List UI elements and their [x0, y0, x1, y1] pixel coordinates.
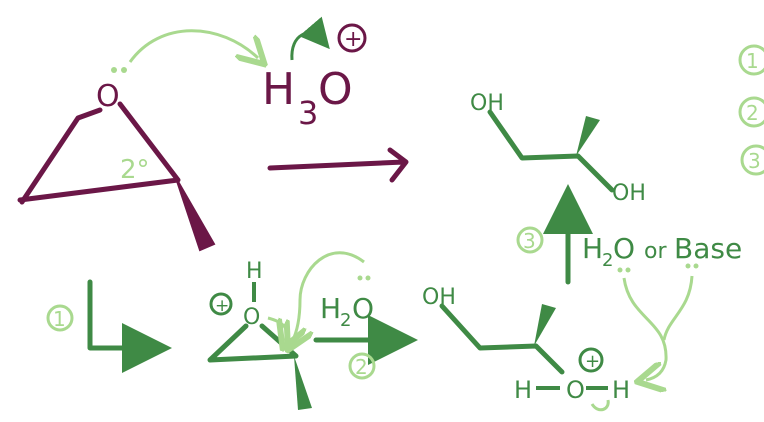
intermediate-h-left: H [514, 376, 532, 404]
product-oh-top: OH [470, 91, 504, 116]
positive-charge: + [344, 27, 362, 52]
step1-number: 1 [53, 307, 66, 331]
protonated-methyl-wedge [294, 356, 312, 410]
oxonium-charge: + [215, 296, 229, 316]
diol-product: OH OH [470, 91, 646, 206]
methyl-wedge [175, 177, 216, 252]
legend-circle-1 [738, 44, 764, 76]
intermediate-o: O [566, 376, 585, 404]
lone-pair-dot [617, 267, 623, 273]
protonated-o: O [243, 305, 260, 330]
hydronium-subscript: 3 [298, 94, 318, 132]
intermediate-methyl-wedge [534, 304, 556, 346]
legend-number-3: 3 [748, 149, 761, 173]
water-o: O [352, 292, 374, 325]
curved-arrow-bond-to-o [590, 399, 610, 412]
water-nucleophile: H 2 O [320, 275, 374, 331]
step3-number: 3 [523, 229, 536, 253]
epoxide-ring [19, 107, 103, 205]
lone-pair-dot [625, 267, 631, 273]
diol-skeleton [487, 109, 615, 193]
main-reaction-arrow [267, 147, 409, 183]
oxonium-charge-circle [209, 292, 233, 316]
hydronium-h: H [262, 64, 295, 115]
protonated-h: H [246, 259, 263, 284]
curved-arrow-to-hydronium [128, 29, 258, 62]
step3-reagent-base: Base [674, 232, 742, 265]
step-legend: 1 2 3 [738, 44, 764, 176]
intermediate-h-right: H [612, 376, 630, 404]
step2-number-circle [348, 352, 376, 380]
oxonium-intermediate: OH H O H + [422, 285, 630, 412]
intermediate-charge-circle [578, 347, 604, 373]
legend-number-2: 2 [746, 101, 759, 125]
legend-number-1: 1 [746, 49, 759, 73]
curved-arrow-water-attack [292, 251, 365, 342]
lone-pair-dot [685, 263, 691, 269]
positive-charge-circle [337, 23, 367, 53]
step2-number: 2 [355, 355, 368, 379]
step3-reagent-o: O [613, 232, 635, 265]
lone-pair-dot [693, 263, 699, 269]
epoxide-bond [17, 101, 181, 203]
lone-pair-dot [121, 67, 127, 73]
step1-arrow [87, 279, 172, 373]
protonated-ring [207, 323, 299, 363]
epoxide-oxygen: O [96, 79, 120, 114]
step3-reagent-subscript: 2 [602, 250, 613, 271]
step3-reagent: H 2 O or Base [582, 232, 742, 273]
hydronium: H 3 O + [262, 23, 367, 132]
lone-pair-dot [357, 275, 363, 281]
curved-arrow-deprotonation [622, 277, 668, 380]
curved-arrow-ho [290, 16, 330, 61]
step3-reagent-h: H [582, 232, 603, 265]
water-subscript: 2 [340, 310, 351, 331]
secondary-carbon-label: 2° [120, 155, 150, 185]
step3-reagent-or: or [644, 239, 667, 264]
intermediate-oh: OH [422, 285, 456, 310]
intermediate-skeleton [439, 303, 565, 375]
water-h: H [320, 292, 341, 325]
intermediate-charge: + [585, 351, 600, 372]
lone-pair-dot [111, 67, 117, 73]
product-methyl-wedge [576, 116, 600, 156]
product-oh-bottom: OH [612, 181, 646, 206]
curved-arrow-base [662, 275, 694, 341]
legend-circle-2 [738, 96, 764, 128]
hydronium-o: O [318, 64, 353, 115]
step1-number-circle [46, 304, 74, 332]
legend-circle-3 [740, 144, 764, 176]
step3-number-circle [516, 226, 544, 254]
epoxide-starting-material: O 2° [17, 67, 216, 252]
lone-pair-dot [365, 275, 371, 281]
protonated-epoxide: H O + [207, 259, 312, 410]
